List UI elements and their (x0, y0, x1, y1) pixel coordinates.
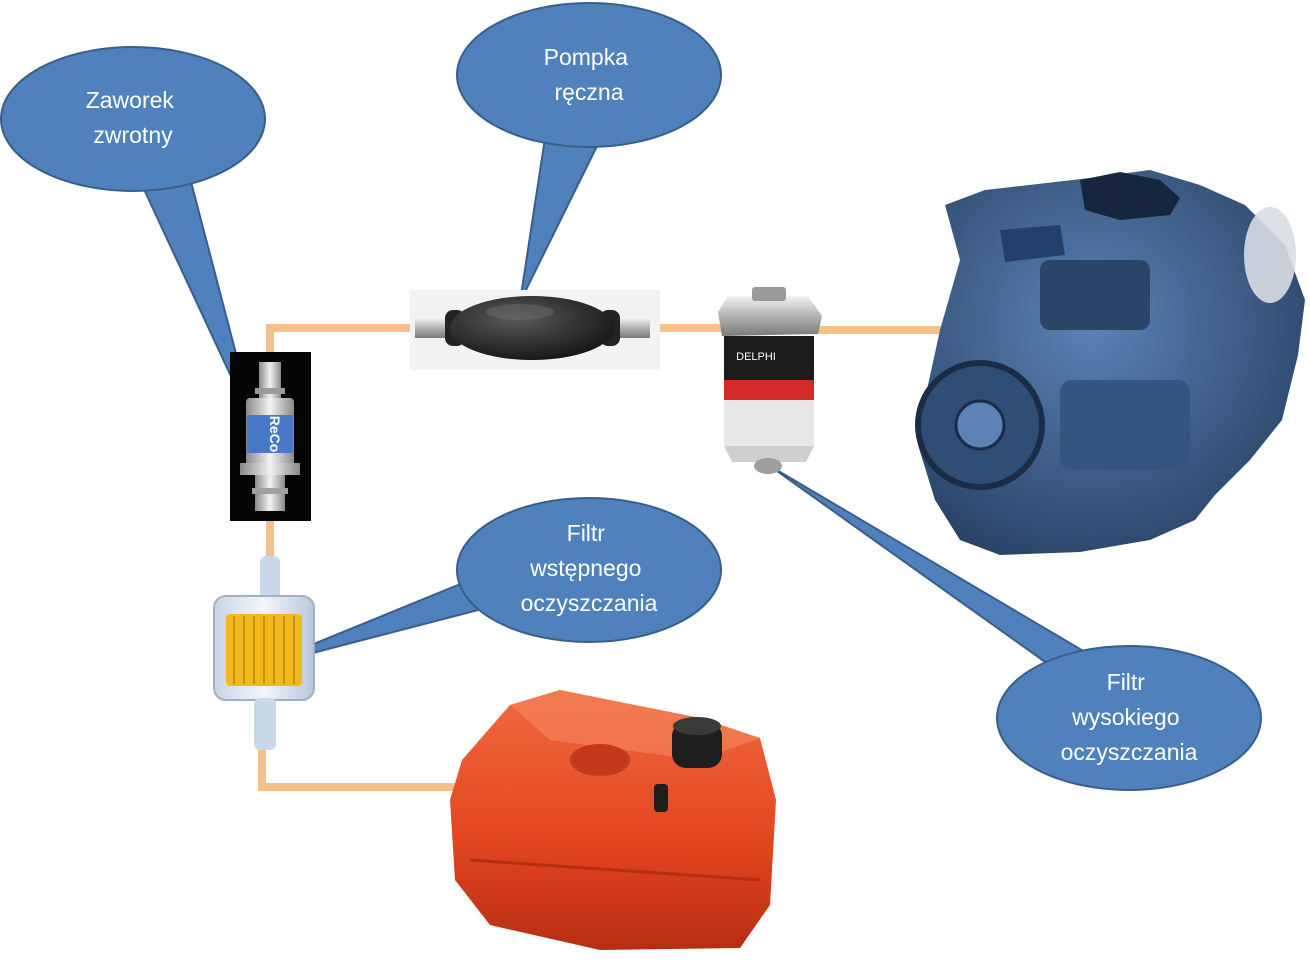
diesel-engine-icon (915, 170, 1305, 555)
callout-line: Zaworek (86, 87, 175, 113)
callout-line: Filtr (567, 520, 606, 546)
callout-line: wysokiego (1071, 704, 1179, 730)
check-valve-icon: ReCo (230, 352, 311, 521)
callout-line: ręczna (554, 79, 623, 105)
inline-filter-icon (213, 556, 315, 750)
callout-line: oczyszczania (1061, 739, 1198, 765)
callout-label-pre-filter: Filtr wstępnego oczyszczania (521, 520, 658, 616)
callout-line: oczyszczania (521, 590, 658, 616)
callout-line: Pompka (544, 44, 629, 70)
callout-label-fine-filter: Filtr wysokiego oczyszczania (1061, 669, 1198, 765)
callout-bubble-hand-pump (456, 2, 722, 148)
callout-line: Filtr (1107, 669, 1146, 695)
fuel-filter-icon: DELPHI (718, 287, 822, 474)
callout-line: wstępnego (529, 555, 641, 581)
callout-tail-hand-pump (519, 137, 601, 303)
callout-label-check-valve: Zaworek zwrotny (86, 87, 181, 148)
callout-bubble-check-valve (0, 46, 266, 192)
fine-filter-brand: DELPHI (736, 351, 776, 363)
check-valve-brand: ReCo (267, 416, 283, 453)
callout-bubble-fine-filter (996, 645, 1262, 791)
fuel-tank-icon (450, 690, 776, 950)
primer-bulb-icon (410, 290, 660, 370)
callout-label-hand-pump: Pompka ręczna (544, 44, 635, 105)
callout-line: zwrotny (93, 122, 173, 148)
callout-bubble-pre-filter (456, 497, 722, 643)
